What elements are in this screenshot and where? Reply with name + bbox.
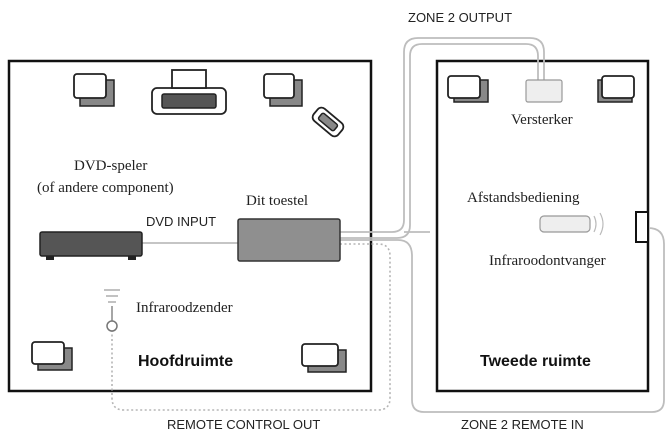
remote-control-out-label: REMOTE CONTROL OUT [167,417,320,432]
amplifier-icon [525,79,563,103]
main-room-label: Hoofdruimte [138,353,233,370]
speaker-zone2-right [597,75,635,103]
remote-control-icon [539,212,604,236]
cables [111,37,665,413]
ir-emitter-label: Infraroodzender [136,300,233,316]
zone2-remote-in-cable [340,227,665,413]
second-room-label: Tweede ruimte [480,353,591,370]
speaker-surround-left [31,341,73,371]
ir-receiver-label: Infraroodontvanger [489,253,606,269]
dvd-input-label: DVD INPUT [146,214,216,229]
remote-control-label: Afstandsbediening [467,190,580,206]
amplifier-label: Versterker [511,112,573,128]
zone2-remote-in-label: ZONE 2 REMOTE IN [461,417,584,432]
subwoofer [311,106,345,138]
ir-receiver-icon [635,211,649,243]
speaker-surround-right [301,343,347,373]
speaker-center [151,69,227,115]
zone2-output-cable [340,37,545,233]
ir-emitter-icon [104,289,120,332]
speaker-front-left [73,73,115,107]
dvd-player-label: DVD-speler [74,158,147,174]
dvd-player [39,231,143,260]
speaker-zone2-left [447,75,489,103]
this-unit-label: Dit toestel [246,193,308,209]
remote-control-out-cable [111,243,391,411]
this-unit [237,218,341,262]
zone2-output-cable-b [340,43,539,239]
dvd-player-sublabel: (of andere component) [37,180,174,196]
speaker-front-right [263,73,303,107]
zone2-output-label: ZONE 2 OUTPUT [408,10,512,25]
